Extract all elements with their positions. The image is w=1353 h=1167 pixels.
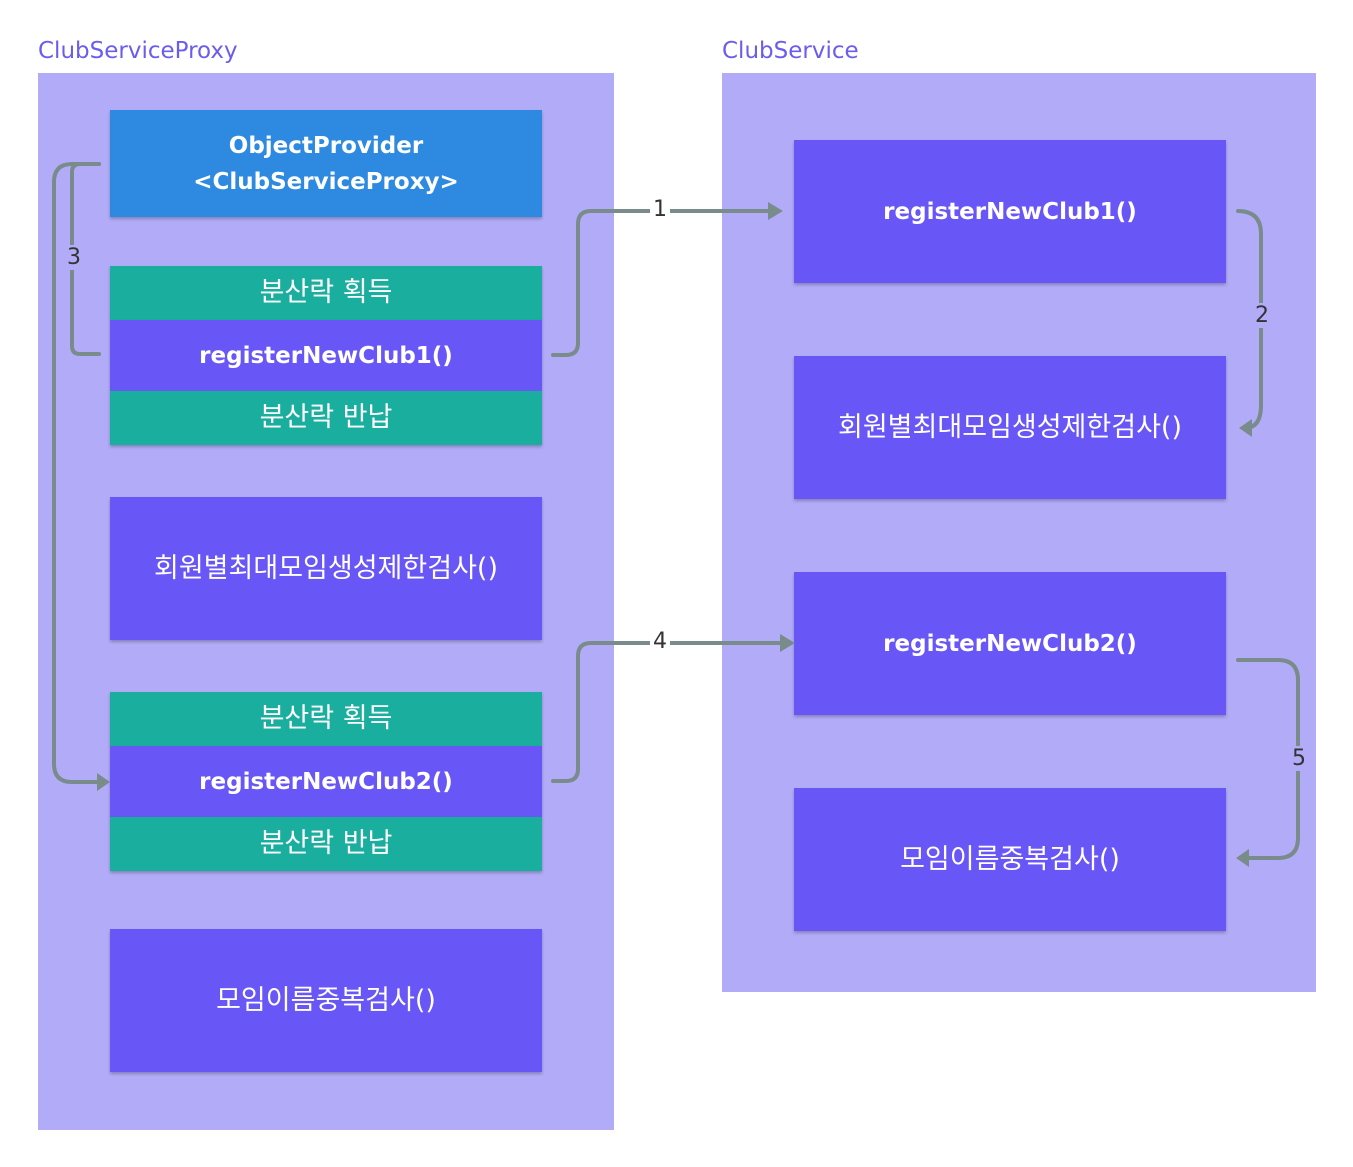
step-label-1: 1: [650, 197, 670, 222]
lock-acquire-box-1: 분산락 획득: [110, 266, 542, 320]
object-provider-line2: <ClubServiceProxy>: [193, 168, 459, 195]
lock-acquire-label-2: 분산락 획득: [259, 703, 393, 734]
lock-release-label-1: 분산락 반납: [259, 402, 393, 433]
service-register-new-club2-label: registerNewClub2(): [883, 630, 1137, 657]
service-register-new-club1-box: registerNewClub1(): [794, 140, 1226, 283]
right-container-title: ClubService: [722, 38, 859, 64]
lock-acquire-label-1: 분산락 획득: [259, 277, 393, 308]
step-label-4: 4: [650, 629, 670, 654]
lock-acquire-box-2: 분산락 획득: [110, 692, 542, 746]
proxy-max-club-check-box: 회원별최대모임생성제한검사(): [110, 497, 542, 640]
proxy-duplicate-name-check-label: 모임이름중복검사(): [216, 984, 436, 1016]
proxy-duplicate-name-check-box: 모임이름중복검사(): [110, 929, 542, 1072]
service-duplicate-name-check-box: 모임이름중복검사(): [794, 788, 1226, 931]
proxy-register-new-club1-box: registerNewClub1(): [110, 320, 542, 391]
proxy-register-new-club1-label: registerNewClub1(): [199, 342, 453, 369]
left-container-title: ClubServiceProxy: [38, 38, 238, 64]
service-duplicate-name-check-label: 모임이름중복검사(): [900, 843, 1120, 875]
proxy-max-club-check-label: 회원별최대모임생성제한검사(): [154, 552, 498, 584]
proxy-register-new-club2-label: registerNewClub2(): [199, 768, 453, 795]
step-label-5: 5: [1289, 746, 1309, 771]
proxy-register-new-club2-box: registerNewClub2(): [110, 746, 542, 817]
object-provider-box: ObjectProvider <ClubServiceProxy>: [110, 110, 542, 217]
service-register-new-club1-label: registerNewClub1(): [883, 198, 1137, 225]
step-label-2: 2: [1252, 303, 1272, 328]
lock-release-box-1: 분산락 반납: [110, 391, 542, 445]
lock-release-box-2: 분산락 반납: [110, 817, 542, 871]
service-register-new-club2-box: registerNewClub2(): [794, 572, 1226, 715]
step-label-3: 3: [64, 245, 84, 270]
service-max-club-check-label: 회원별최대모임생성제한검사(): [838, 411, 1182, 443]
service-max-club-check-box: 회원별최대모임생성제한검사(): [794, 356, 1226, 499]
object-provider-line1: ObjectProvider: [228, 132, 424, 159]
lock-release-label-2: 분산락 반납: [259, 828, 393, 859]
